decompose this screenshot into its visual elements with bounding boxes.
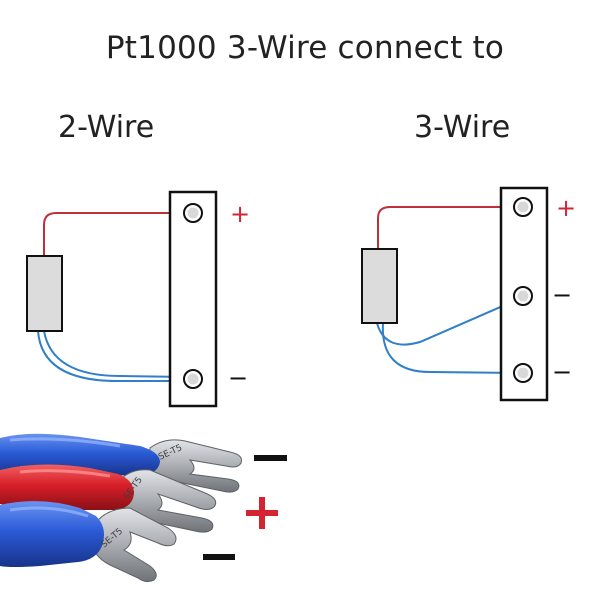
three-wire-plus-sign: + [556, 194, 576, 222]
diagram-title: Pt1000 3-Wire connect to [105, 30, 505, 66]
three-wire-diagram: + − − [361, 186, 576, 402]
two-wire-blue-wire-1 [43, 330, 188, 378]
two-wire-diagram: + − [26, 190, 250, 408]
three-wire-minus-sign-bottom: − [552, 358, 572, 386]
two-wire-sensor [26, 255, 63, 332]
three-wire-blue-wire-bottom [381, 322, 522, 374]
three-wire-red-wire [377, 206, 521, 249]
connector-minus-top [254, 455, 287, 461]
two-wire-label: 2-Wire [58, 110, 155, 145]
three-wire-sensor [361, 248, 398, 324]
three-wire-label: 3-Wire [414, 110, 511, 145]
three-wire-blue-wire-mid [376, 297, 522, 346]
three-wire-minus-sign-middle: − [552, 281, 572, 309]
two-wire-minus-sign: − [228, 364, 248, 392]
connector-minus-bottom [203, 554, 235, 560]
two-wire-red-wire [43, 212, 187, 256]
two-wire-plus-sign: + [230, 200, 250, 228]
connector-blue-bottom: SE-T5 [0, 501, 177, 583]
connector-plus-vertical [259, 497, 265, 529]
two-wire-blue-wire-2 [37, 330, 187, 383]
connector-photo: SE-T5 SE-T5 SE-T5 [0, 433, 287, 583]
